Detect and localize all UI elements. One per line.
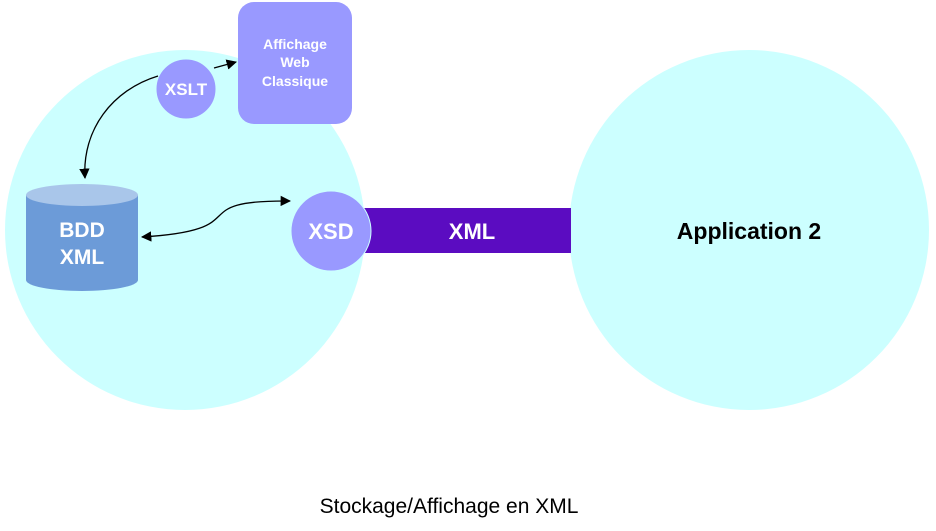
xsd-node: XSD <box>290 190 372 272</box>
display-node: Affichage Web Classique <box>238 2 352 124</box>
right-domain-circle <box>569 50 929 410</box>
diagram-caption: Stockage/Affichage en XML <box>320 495 579 518</box>
display-label-line-1: Affichage <box>263 36 327 52</box>
xslt-node: XSLT <box>155 58 217 120</box>
arrow-database-xsd <box>140 195 292 242</box>
xsd-label: XSD <box>308 219 353 244</box>
xml-link-label: XML <box>449 219 495 244</box>
display-label-line-3: Classique <box>262 73 328 89</box>
display-label-line-2: Web <box>280 54 309 70</box>
xml-link-bar: XML <box>355 208 571 253</box>
database-label-line-2: XML <box>60 246 105 269</box>
arrow-xslt-to-display <box>213 59 238 70</box>
database-label-line-1: BDD <box>59 219 105 242</box>
xslt-label: XSLT <box>165 80 208 99</box>
arrow-xslt-to-database <box>79 75 159 180</box>
database-node: BDD XML <box>26 184 138 291</box>
application-label: Application 2 <box>677 218 821 244</box>
